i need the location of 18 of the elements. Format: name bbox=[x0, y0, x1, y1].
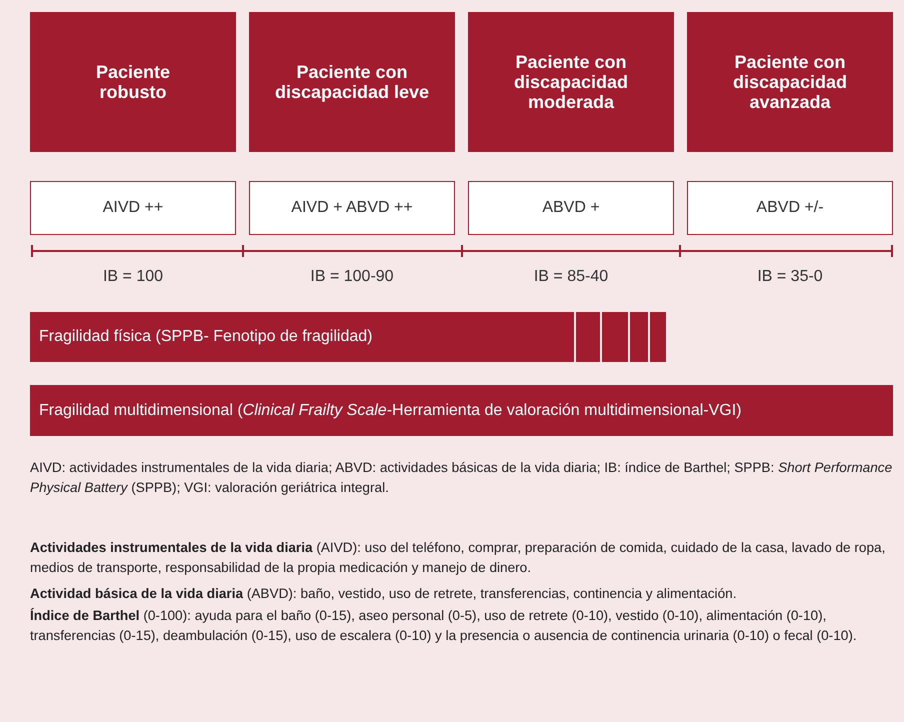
header-box: Paciente robusto bbox=[30, 12, 236, 152]
definition-note: Actividades instrumentales de la vida diaria (AIVD): uso del teléfono, comprar, preparación de comida, cuidado de la casa, lavado de ropa, medios de transporte, responsabilidad de la propia medicación y manejo de dinero. bbox=[30, 539, 886, 577]
header-box: Paciente con discapacidad moderada bbox=[468, 12, 674, 152]
level-box: AIVD + ABVD ++ bbox=[249, 181, 455, 235]
frailty-bar: Fragilidad multidimensional (Clinical Frailty Scale-Herramienta de valoración multidimensional-VGI) bbox=[30, 385, 893, 436]
header-box: Paciente con discapacidad leve bbox=[249, 12, 455, 152]
index-label: IB = 85-40 bbox=[532, 268, 610, 286]
level-box: ABVD + bbox=[468, 181, 674, 235]
level-box: AIVD ++ bbox=[30, 181, 236, 235]
definition-note: Actividad básica de la vida diaria (ABVD): baño, vestido, uso de retrete, transferencias, continencia y alimentación. bbox=[30, 585, 738, 603]
index-label: IB = 35-0 bbox=[756, 268, 824, 286]
header-box: Paciente con discapacidad avanzada bbox=[687, 12, 893, 152]
index-label: IB = 100-90 bbox=[309, 268, 395, 286]
index-label: IB = 100 bbox=[102, 268, 164, 286]
frailty-bar: Fragilidad física (SPPB- Fenotipo de fragilidad) bbox=[30, 312, 574, 362]
definition-note: Índice de Barthel (0-100): ayuda para el baño (0-15), aseo personal (0-5), uso de retrete (0-10), vestido (0-10), alimentación (0-10), transferencias (0-15), deambulación (0-15), uso de escalera (0-10) y la presencia o ausencia de continencia urinaria (0-10) o fecal (0-10). bbox=[30, 607, 858, 645]
abbreviation-note: AIVD: actividades instrumentales de la vida diaria; ABVD: actividades básicas de la vida diaria; IB: índice de Barthel; SPPB: Short Performance Physical Battery (SPPB); VGI: valoración geriátrica integral. bbox=[30, 459, 894, 497]
level-box: ABVD +/- bbox=[687, 181, 893, 235]
